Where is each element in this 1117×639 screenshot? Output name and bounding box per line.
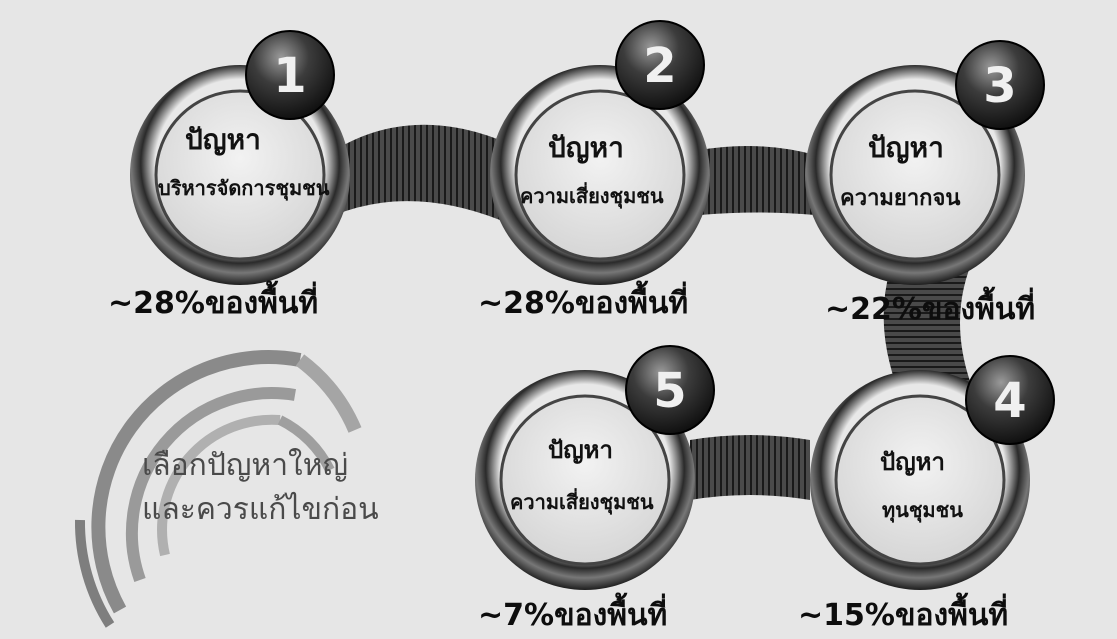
circle-ring-1: [130, 65, 350, 285]
badge-4-number: 4: [993, 373, 1026, 429]
connector-1-2: [335, 124, 500, 220]
circle-ring-2: [490, 65, 710, 285]
circle-2-title: ปัญหา: [548, 131, 624, 164]
badge-3: 3: [955, 40, 1045, 130]
center-note-line-1: เลือกปัญหาใหญ่: [142, 448, 349, 483]
circle-1-title: ปัญหา: [185, 123, 261, 156]
circle-4-subtitle: ทุนชุมชน: [882, 498, 963, 522]
badge-3-number: 3: [983, 58, 1016, 114]
connector-5-4: [690, 435, 810, 500]
circle-1-subtitle: บริหารจัดการชุมชน: [158, 176, 330, 200]
circle-3-subtitle: ความยากจน: [840, 185, 961, 211]
circle-3-percent: ~22%ของพื้นที่: [825, 292, 1036, 327]
center-note: เลือกปัญหาใหญ่ และควรแก้ไขก่อน: [142, 444, 379, 532]
connector-3-4: [883, 255, 975, 395]
badge-2: 2: [615, 20, 705, 110]
badge-5: 5: [625, 345, 715, 435]
decorative-arcs: [74, 350, 362, 628]
badge-1-number: 1: [273, 48, 306, 104]
connector-2-3: [700, 146, 815, 215]
circle-4-percent: ~15%ของพื้นที่: [798, 598, 1009, 633]
connectors: [335, 124, 975, 500]
circle-3-title: ปัญหา: [868, 131, 944, 164]
circle-1-percent: ~28%ของพื้นที่: [108, 286, 319, 321]
circle-2-percent: ~28%ของพื้นที่: [478, 286, 689, 321]
circle-4-title: ปัญหา: [880, 447, 945, 476]
circle-5-percent: ~7%ของพื้นที่: [478, 598, 668, 633]
center-note-line-2: และควรแก้ไขก่อน: [142, 492, 379, 527]
badge-5-number: 5: [653, 363, 686, 419]
badge-1: 1: [245, 30, 335, 120]
badge-4: 4: [965, 355, 1055, 445]
circle-5-title: ปัญหา: [548, 435, 613, 464]
circle-ring-5: [475, 370, 695, 590]
badge-2-number: 2: [643, 38, 676, 94]
circle-5-subtitle: ความเสี่ยงชุมชน: [510, 490, 654, 514]
circle-2-subtitle: ความเสี่ยงชุมชน: [520, 184, 664, 208]
circle-ring-3: [805, 65, 1025, 285]
